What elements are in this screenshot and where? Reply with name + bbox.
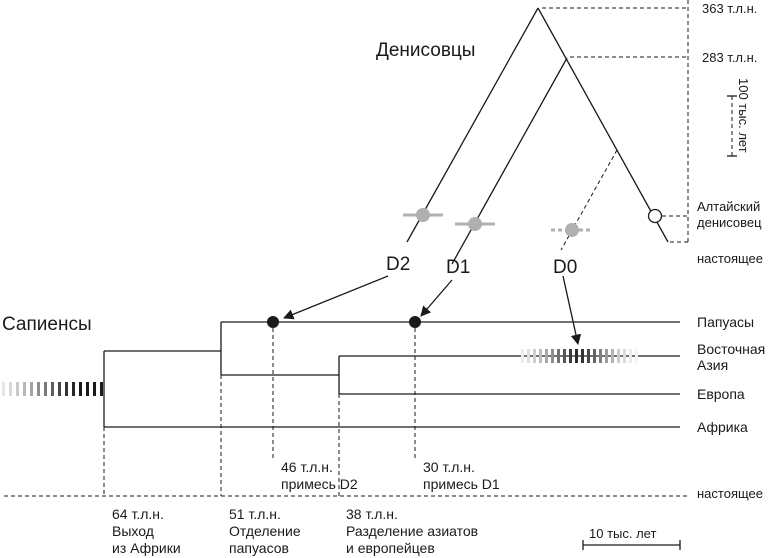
denisovan-root-left-branch bbox=[406, 7, 539, 243]
present-top-label: настоящее bbox=[697, 251, 763, 266]
denisovan-d1-branch bbox=[451, 57, 568, 265]
event-51-line1: 51 т.л.н. bbox=[229, 506, 281, 522]
lineage-d1-label: D1 bbox=[446, 257, 470, 278]
ancestral-fade-bar bbox=[2, 382, 103, 396]
event-38-line1: 38 т.л.н. bbox=[346, 506, 398, 522]
admixture-arrows bbox=[283, 275, 582, 346]
arrow-d1 bbox=[420, 279, 453, 317]
d0-admixture-fade-bar bbox=[521, 349, 638, 363]
admixture-d2-point bbox=[267, 316, 279, 328]
d1-source-marker bbox=[468, 217, 482, 231]
time-363-label: 363 т.л.н. bbox=[702, 1, 757, 16]
altai-label-line1: Алтайский bbox=[697, 199, 760, 214]
event-d2-line1: 46 т.л.н. bbox=[281, 459, 333, 475]
arrow-d0 bbox=[562, 275, 582, 346]
population-papuans: Папуасы bbox=[697, 314, 754, 330]
arrow-d2 bbox=[283, 275, 389, 320]
event-51-line3: папуасов bbox=[229, 540, 289, 556]
denisovan-d0-branch bbox=[560, 149, 618, 251]
time-guides bbox=[542, 0, 737, 243]
sapiens-tree bbox=[2, 316, 688, 550]
event-64-line1: 64 т.л.н. bbox=[112, 506, 164, 522]
population-africa: Африка bbox=[697, 419, 748, 435]
event-64-line2: Выход bbox=[112, 523, 154, 539]
altai-denisovan-sample-marker bbox=[647, 208, 663, 224]
event-51-line2: Отделение bbox=[229, 523, 301, 539]
d0-source-marker bbox=[565, 223, 579, 237]
event-d2-line2: примесь D2 bbox=[281, 476, 358, 492]
sapiens-label: Сапиенсы bbox=[2, 314, 92, 335]
population-east-asia-line1: Восточная bbox=[697, 341, 765, 357]
scale-10k-label: 10 тыс. лет bbox=[589, 526, 656, 541]
lineage-d0-label: D0 bbox=[553, 257, 577, 278]
event-38-line2: Разделение азиатов bbox=[346, 523, 478, 539]
scale-100k-label: 100 тыс. лет bbox=[736, 78, 751, 153]
altai-label-line2: денисовец bbox=[697, 215, 762, 230]
event-64-line3: из Африки bbox=[112, 540, 181, 556]
event-38-line3: и европейцев bbox=[346, 540, 435, 556]
labels: Денисовцы Сапиенсы 363 т.л.н. 283 т.л.н.… bbox=[2, 1, 765, 556]
population-europe: Европа bbox=[697, 386, 745, 402]
admixture-d1-point bbox=[409, 316, 421, 328]
population-east-asia-line2: Азия bbox=[697, 357, 728, 373]
event-d1-line2: примесь D1 bbox=[423, 476, 500, 492]
lineage-d2-label: D2 bbox=[386, 254, 410, 275]
denisovan-tree bbox=[403, 7, 669, 265]
present-bottom-label: настоящее bbox=[697, 486, 763, 501]
event-d1-line1: 30 т.л.н. bbox=[423, 459, 475, 475]
denisovan-root-right-branch bbox=[537, 7, 669, 243]
denisovans-label: Денисовцы bbox=[376, 40, 475, 61]
time-283-label: 283 т.л.н. bbox=[702, 50, 757, 65]
d2-source-marker bbox=[416, 208, 430, 222]
